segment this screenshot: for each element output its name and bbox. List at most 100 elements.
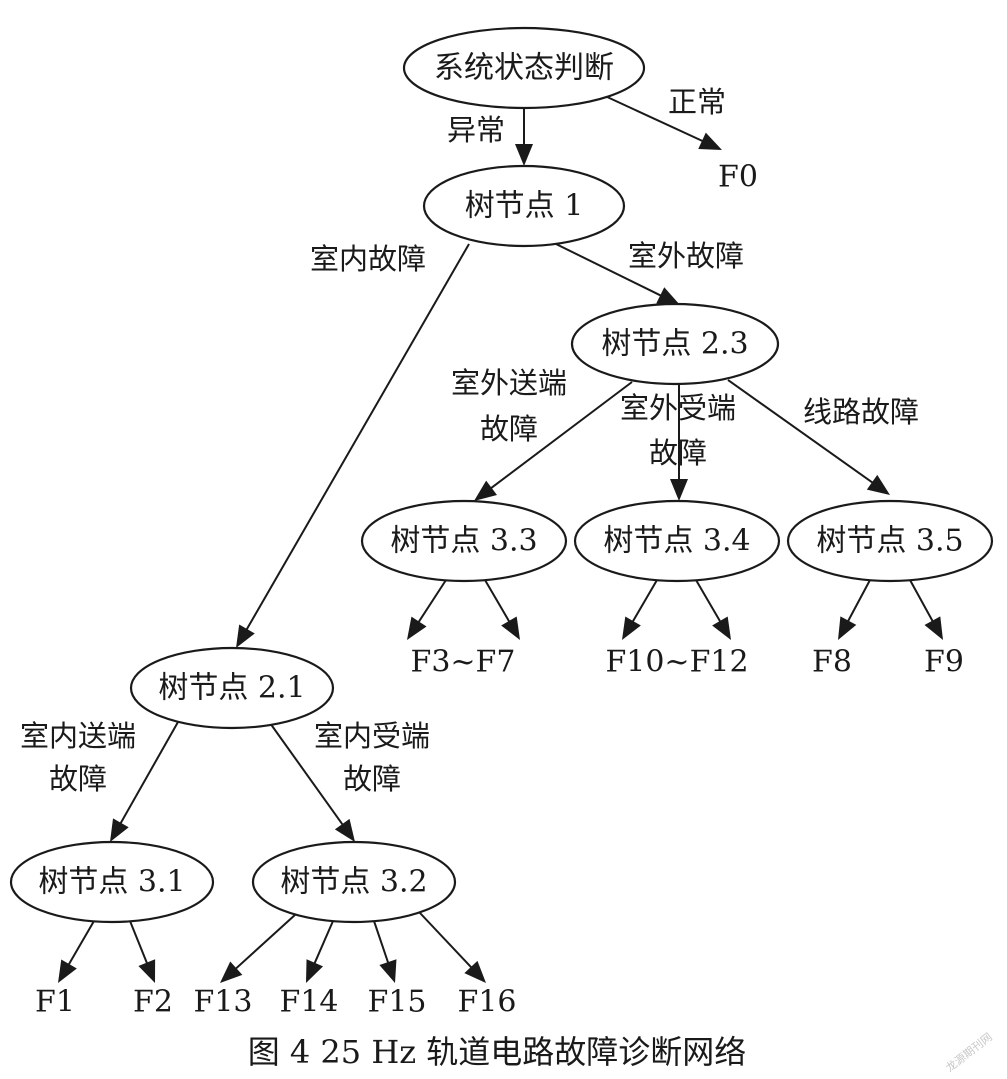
- arrowhead: [698, 132, 722, 150]
- edge-line: [245, 243, 470, 632]
- node-2-1: 树节点 2.1: [129, 646, 335, 730]
- edge-label-outdoor-send-1: 室外送端: [451, 366, 567, 400]
- edge-label-indoor-fault: 室内故障: [310, 242, 426, 276]
- arrowhead: [838, 616, 857, 640]
- arrowhead: [515, 144, 533, 166]
- edge-node-3-2-to-f16: [419, 912, 486, 983]
- edge-line: [234, 913, 297, 971]
- arrowhead: [334, 818, 355, 842]
- figure-caption: 图 4 25 Hz 轨道电路故障诊断网络: [248, 1033, 747, 1071]
- leaf-f8: F8: [812, 645, 852, 680]
- node-3-5: 树节点 3.5: [786, 499, 994, 583]
- leaf-f2: F2: [133, 985, 173, 1020]
- edge-node-3-2-to-f14: [306, 920, 334, 983]
- node-3-2-label: 树节点 3.2: [280, 865, 427, 900]
- edge-node-3-3-to-f3-f7-a: [407, 579, 447, 640]
- edge-line: [269, 722, 345, 827]
- node-1-label: 树节点 1: [465, 189, 584, 224]
- edge-line: [419, 912, 474, 970]
- edge-label-outdoor-fault: 室外故障: [628, 239, 744, 273]
- edge-label-indoor-recv-2: 故障: [343, 762, 401, 796]
- leaf-f15: F15: [368, 985, 427, 1020]
- arrowhead: [670, 479, 688, 501]
- arrowhead: [236, 624, 255, 648]
- edge-line: [373, 920, 390, 965]
- arrowhead: [464, 960, 486, 983]
- node-1: 树节点 1: [422, 164, 626, 248]
- node-3-1-label: 树节点 3.1: [38, 865, 185, 900]
- arrowhead: [866, 474, 890, 495]
- arrowhead: [924, 616, 943, 640]
- arrowhead: [58, 959, 77, 983]
- edge-label-indoor-send-2: 故障: [49, 762, 107, 796]
- edge-label-outdoor-recv-2: 故障: [649, 436, 707, 470]
- edge-line: [129, 920, 149, 965]
- edge-label-outdoor-send-2: 故障: [480, 412, 538, 446]
- edge-label-indoor-recv-1: 室内受端: [314, 719, 430, 753]
- edge-label-normal: 正常: [668, 85, 726, 119]
- arrowhead: [220, 961, 243, 983]
- arrowhead: [656, 287, 680, 305]
- node-2-1-label: 树节点 2.1: [158, 671, 305, 706]
- edge-node-3-2-to-f13: [220, 913, 297, 983]
- edge-node-3-1-to-f2: [129, 920, 156, 983]
- leaf-f16: F16: [458, 985, 517, 1020]
- arrowhead: [138, 959, 156, 983]
- node-2-3-label: 树节点 2.3: [601, 327, 748, 362]
- leaf-f10-f12: F10~F12: [605, 645, 748, 680]
- edge-node-3-4-to-f10-f12-b: [695, 579, 731, 640]
- leaf-f0: F0: [718, 160, 758, 195]
- edge-node-3-2-to-f15: [373, 920, 397, 983]
- edge-line: [727, 379, 875, 485]
- edge-node-3-1-to-f1: [58, 920, 95, 983]
- edge-root-to-f0: [604, 95, 722, 150]
- edge-node-2-3-to-node-3-5: [727, 379, 890, 495]
- arrowhead: [622, 616, 641, 640]
- edge-node-1-to-node-2-3: [555, 243, 680, 305]
- node-root: 系统状态判断: [402, 26, 646, 110]
- node-3-3: 树节点 3.3: [360, 499, 568, 583]
- node-3-5-label: 树节点 3.5: [816, 524, 963, 559]
- node-root-label: 系统状态判断: [434, 51, 614, 86]
- watermark: 龙源期刊网: [943, 1030, 995, 1075]
- edge-line: [118, 721, 179, 826]
- node-3-4-label: 树节点 3.4: [603, 524, 750, 559]
- tree-edges: [58, 95, 943, 983]
- node-3-4: 树节点 3.4: [573, 499, 781, 583]
- leaf-f1: F1: [35, 985, 75, 1020]
- edge-line: [484, 579, 511, 624]
- edge-line: [67, 920, 95, 967]
- edge-line: [631, 579, 658, 624]
- edge-label-outdoor-recv-1: 室外受端: [620, 391, 736, 425]
- edge-line: [489, 381, 633, 490]
- edge-node-2-1-to-node-3-2: [269, 722, 355, 842]
- arrowhead: [501, 616, 520, 640]
- edge-line: [846, 579, 871, 623]
- edge-node-3-3-to-f3-f7-b: [484, 579, 520, 640]
- edge-node-3-5-to-f9: [909, 579, 943, 640]
- node-2-3: 树节点 2.3: [570, 302, 780, 386]
- edge-line: [909, 579, 935, 623]
- leaf-f14: F14: [280, 985, 339, 1020]
- edge-label-abnormal: 异常: [447, 113, 505, 147]
- edge-line: [417, 579, 447, 624]
- edge-line: [313, 920, 334, 966]
- node-3-2: 树节点 3.2: [251, 840, 457, 924]
- leaf-f9: F9: [924, 645, 964, 680]
- edge-node-2-1-to-node-3-1: [110, 721, 179, 842]
- leaf-f3-f7: F3~F7: [411, 645, 516, 680]
- node-3-3-label: 树节点 3.3: [390, 524, 537, 559]
- edge-node-3-5-to-f8: [838, 579, 871, 640]
- edge-node-3-4-to-f10-f12-a: [622, 579, 658, 640]
- edge-line: [604, 95, 705, 143]
- arrowhead: [379, 959, 397, 983]
- edge-node-2-3-to-node-3-3: [474, 381, 633, 501]
- arrowhead: [474, 480, 497, 501]
- edge-label-line-fault: 线路故障: [803, 395, 919, 429]
- edge-line: [555, 243, 663, 298]
- leaf-f13: F13: [194, 985, 253, 1020]
- arrowhead: [306, 959, 324, 983]
- arrowhead: [712, 616, 731, 640]
- arrowhead: [110, 818, 129, 842]
